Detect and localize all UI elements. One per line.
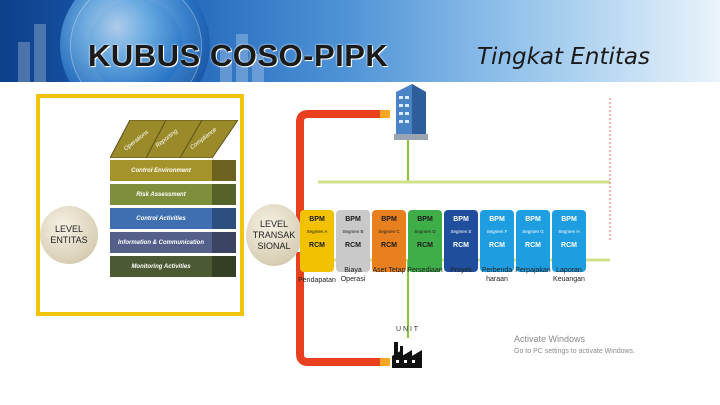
segment-name: Segmen H [558,229,580,234]
segment-label: Biaya Operasi [340,267,366,283]
segment-bpm: BPM [525,216,541,223]
cube-layer-control-activities: Control Activities [110,208,212,229]
segment-label: Aset Tetap [372,267,406,274]
segment-card-h: BPM Segmen H RCM [552,210,586,272]
segment-label: Persediaan [407,267,443,274]
cube-side-face [212,232,236,253]
segment-rcm: RCM [489,242,505,249]
segment-card-b: BPM Segmen B RCM [336,210,370,272]
city-skyline-graphic [18,42,30,82]
cube-layer-information-communication: Information & Communication [110,232,212,253]
segment-rcm: RCM [381,242,397,249]
level-transaksional-oval: LEVEL TRANSAK SIONAL [246,204,302,266]
slide-title: KUBUS COSO-PIPK [88,38,389,73]
segment-label: Perpajakan [515,267,551,274]
segment-bpm: BPM [417,216,433,223]
segment-bpm: BPM [489,216,505,223]
segment-card-a: BPM Segmen A RCM [300,210,334,272]
header-banner [0,0,720,82]
connector-bottom-line [296,252,380,366]
city-skyline-graphic [236,34,248,82]
segment-name: Segmen D [414,229,436,234]
coso-diagram: LEVEL ENTITAS Operations Reporting Compl… [28,82,660,374]
city-skyline-graphic [34,24,46,82]
segment-bpm: BPM [561,216,577,223]
segment-label: Laporan Keuangan [553,267,585,283]
segment-card-g: BPM Segmen G RCM [516,210,550,272]
cube-side-face [212,208,236,229]
segment-card-c: BPM Segmen C RCM [372,210,406,272]
segment-name: Segmen G [522,229,544,234]
segment-name: Segmen F [486,229,508,234]
segment-rcm: RCM [453,242,469,249]
slide-subtitle: Tingkat Entitas [477,44,650,70]
segment-label: Perbenda haraan [481,267,513,283]
cube-layer-monitoring-activities: Monitoring Activities [110,256,212,277]
segment-rcm: RCM [309,242,325,249]
office-building-icon [394,84,428,140]
segment-bpm: BPM [309,216,325,223]
segment-bpm: BPM [381,216,397,223]
cube-side-face [212,160,236,181]
cube-layer-risk-assessment: Risk Assessment [110,184,212,205]
segment-rcm: RCM [561,242,577,249]
segment-name: Segmen A [306,229,328,234]
segment-name: Segmen B [342,229,364,234]
entity-level-frame [36,94,244,316]
cube-top-face [109,119,239,159]
level-entitas-oval: LEVEL ENTITAS [40,206,98,264]
activate-windows-watermark: Activate Windows [514,334,586,344]
factory-icon [392,342,422,368]
segment-card-f: BPM Segmen F RCM [480,210,514,272]
segment-name: Segmen C [378,229,400,234]
connector-top-line [296,110,380,242]
segment-rcm: RCM [525,242,541,249]
globe-grid-graphic [70,0,202,82]
segment-rcm: RCM [345,242,361,249]
unit-label: U N I T [396,326,419,333]
segment-card-d: BPM Segmen D RCM [408,210,442,272]
segment-bpm: BPM [453,216,469,223]
coso-cube-top [109,119,239,159]
segment-bpm: BPM [345,216,361,223]
city-skyline-graphic [252,54,264,82]
cube-layer-control-environment: Control Environment [110,160,212,181]
segment-label: Pendapatan [298,277,336,284]
activate-windows-watermark-sub: Go to PC settings to activate Windows. [514,348,635,355]
segment-rcm: RCM [417,242,433,249]
segment-card-e: BPM Segmen E RCM [444,210,478,272]
segment-label: Proyek [450,267,472,274]
cube-side-face [212,256,236,277]
segment-name: Segmen E [450,229,472,234]
city-skyline-graphic [220,48,232,82]
cube-side-face [212,184,236,205]
